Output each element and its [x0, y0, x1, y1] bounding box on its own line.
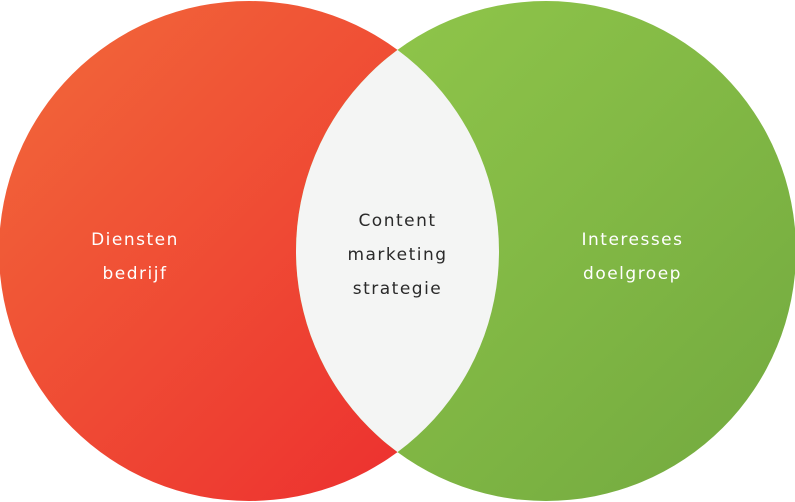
right-label-line1: Interesses	[581, 230, 684, 250]
center-label-line1: Content	[358, 211, 437, 231]
left-label-line1: Diensten	[91, 230, 179, 250]
center-label: Content marketing strategie	[320, 204, 475, 306]
center-label-line2: marketing	[347, 245, 448, 265]
right-circle-label: Interesses doelgroep	[555, 223, 710, 291]
left-label-line2: bedrijf	[102, 264, 168, 284]
intersection-lens	[296, 1, 499, 501]
center-label-line3: strategie	[352, 279, 443, 299]
right-label-line2: doelgroep	[583, 264, 682, 284]
left-circle-label: Diensten bedrijf	[60, 223, 210, 291]
